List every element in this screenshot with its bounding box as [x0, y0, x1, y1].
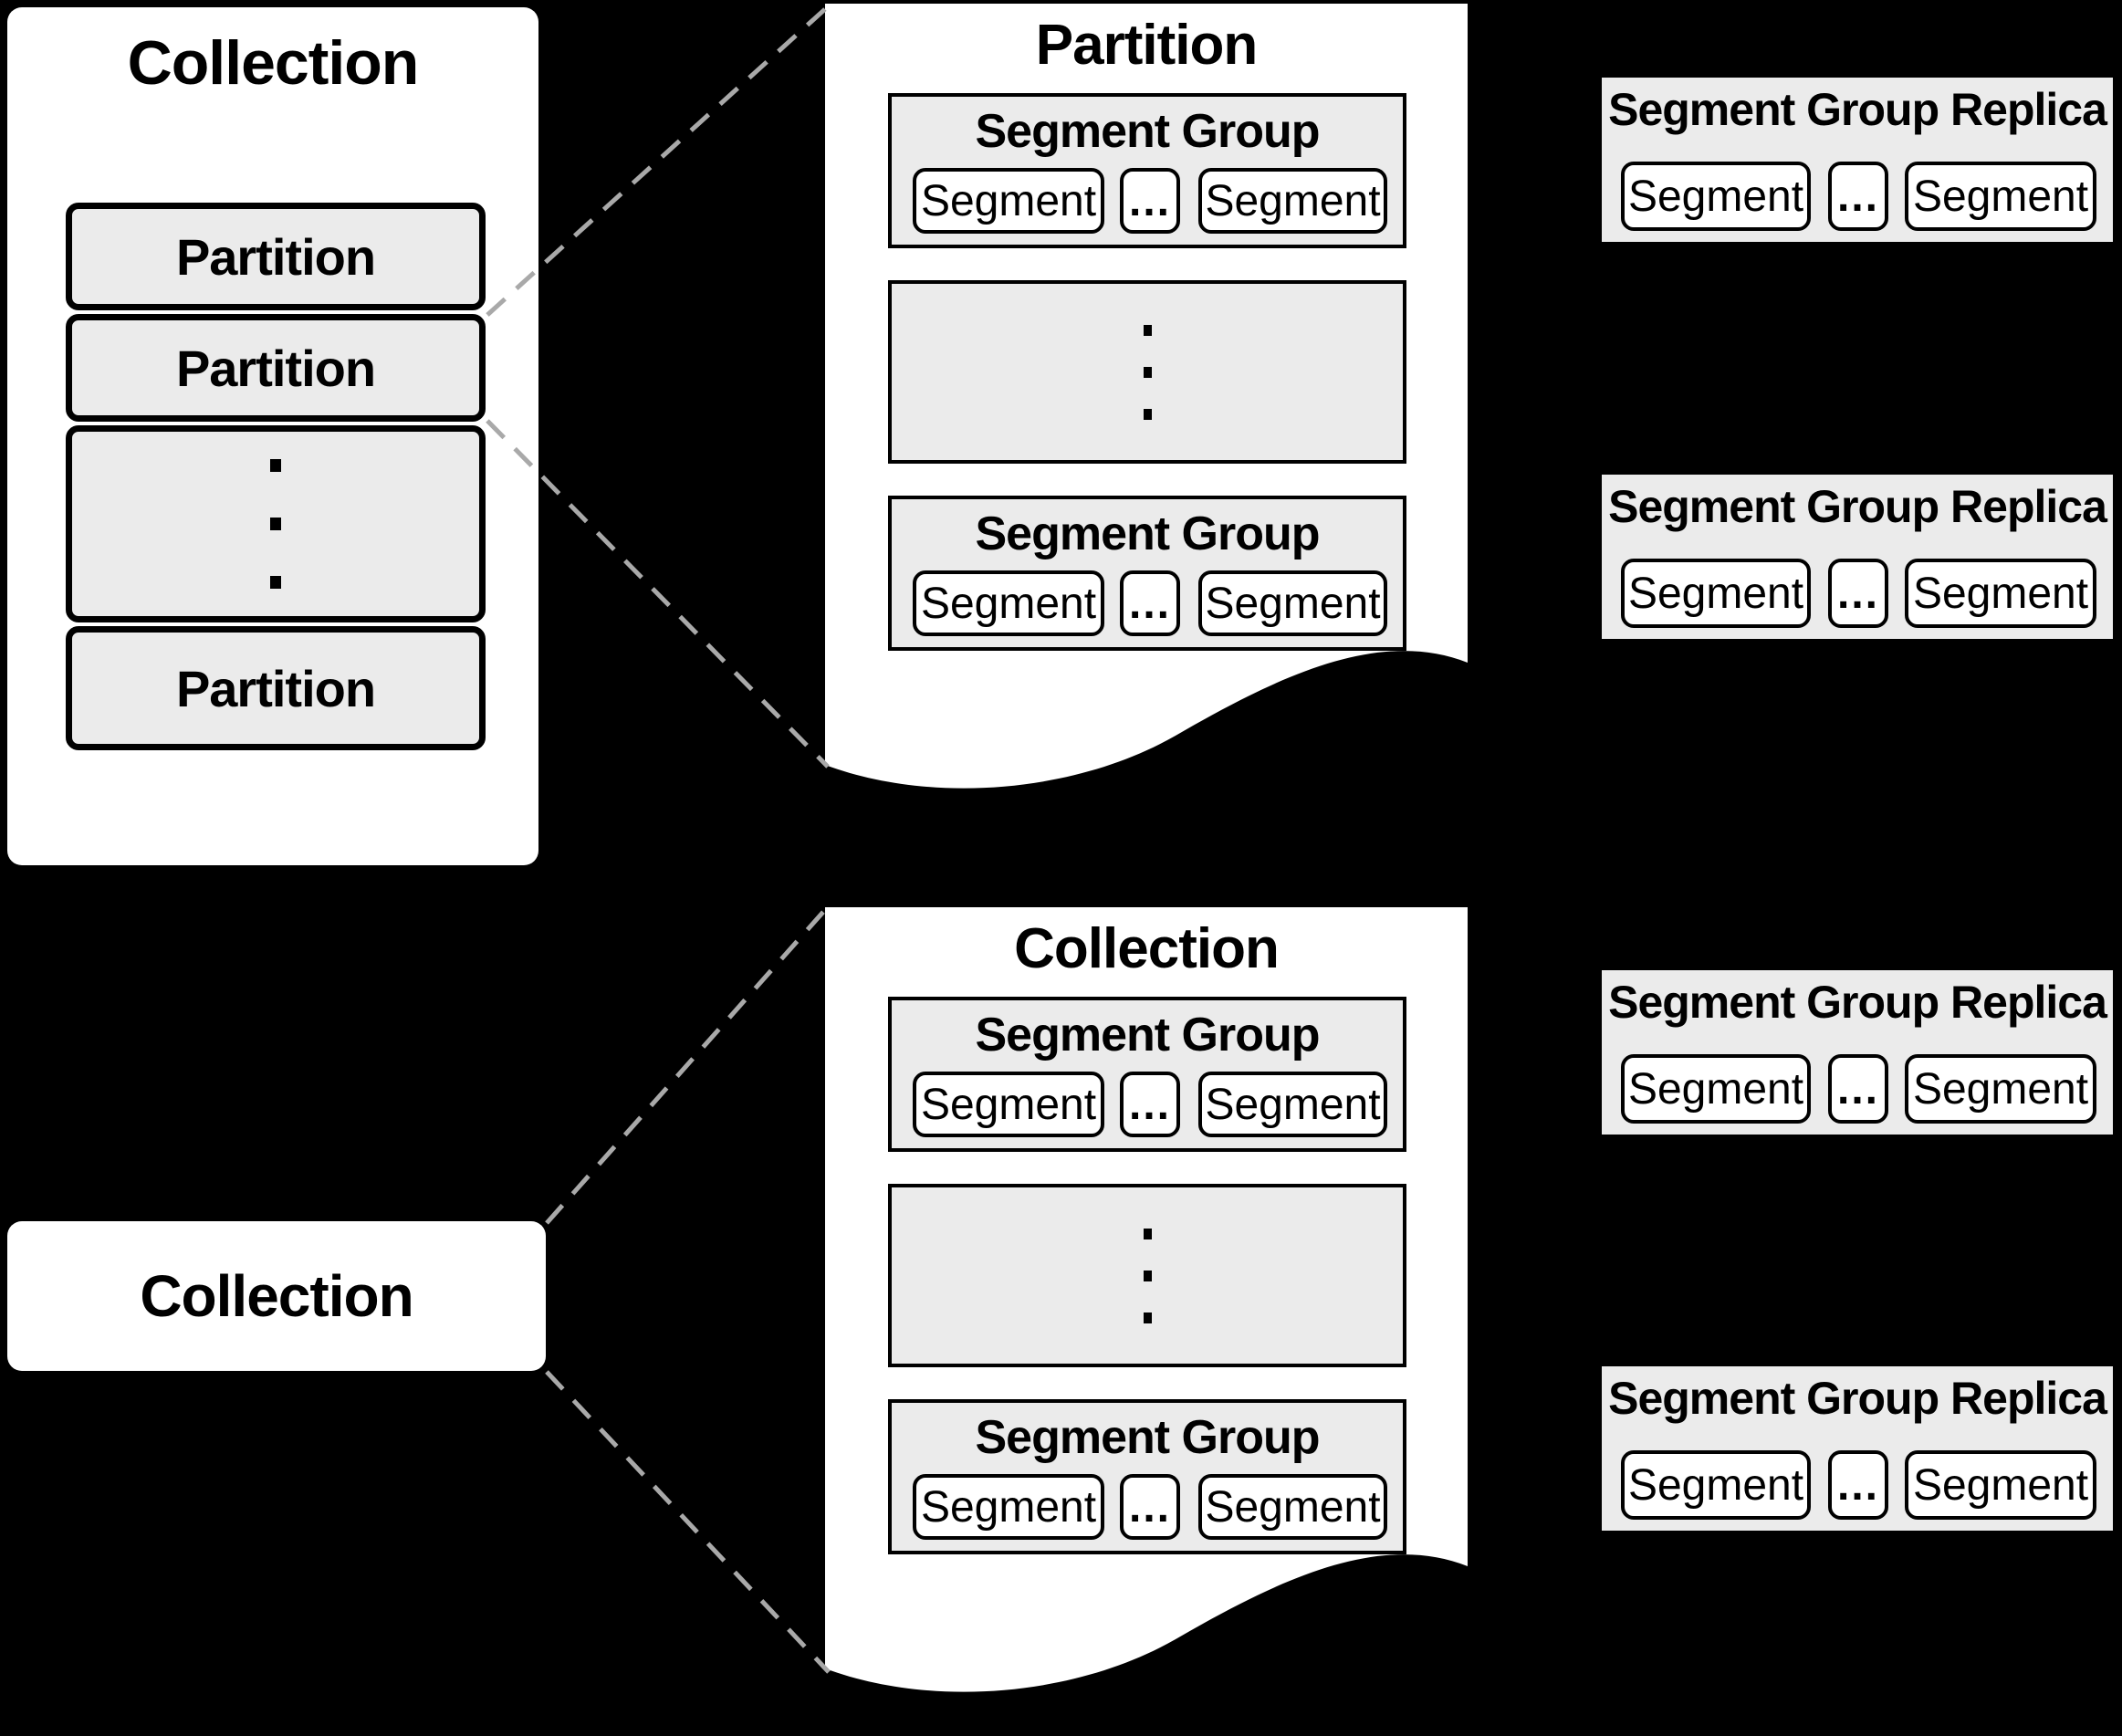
- segment-row: Segment ... Segment: [892, 1072, 1403, 1137]
- segment-label: Segment: [920, 1482, 1097, 1532]
- segment-box: Segment: [913, 1072, 1104, 1137]
- ellipsis-label: ...: [1836, 1064, 1879, 1114]
- segment-label: Segment: [1205, 579, 1381, 628]
- ellipsis-box: ...: [1828, 559, 1888, 628]
- collection-panel-title: Collection: [127, 28, 420, 98]
- segment-group-replica-box: Segment Group Replica Segment ... Segmen…: [1602, 1366, 2113, 1531]
- segment-group-box: Segment Group Segment ... Segment: [888, 997, 1406, 1152]
- segment-box: Segment: [1621, 162, 1811, 231]
- segment-group-title: Segment Group: [975, 1411, 1320, 1464]
- segment-group-box: Segment Group Segment ... Segment: [888, 93, 1406, 248]
- vertical-ellipsis-icon: [1143, 309, 1152, 435]
- segment-label: Segment: [920, 1080, 1097, 1129]
- segment-box: Segment: [1198, 1474, 1387, 1540]
- segment-label: Segment: [1627, 1064, 1804, 1114]
- ellipsis-label: ...: [1128, 176, 1171, 225]
- vertical-ellipsis-icon: [270, 436, 281, 612]
- ellipsis-box: ...: [1120, 1072, 1180, 1137]
- ellipsis-box: ...: [1120, 168, 1180, 234]
- partition-box: Partition: [66, 314, 486, 422]
- replica-title: Segment Group Replica: [1608, 977, 2107, 1028]
- collection-box: Collection: [7, 1221, 546, 1371]
- segment-box: Segment: [1198, 168, 1387, 234]
- segment-box: Segment: [1621, 1450, 1811, 1520]
- segment-label: Segment: [1627, 569, 1804, 618]
- partition-box: Partition: [66, 203, 486, 310]
- segment-group-title: Segment Group: [975, 105, 1320, 158]
- ellipsis-box: ...: [1828, 1450, 1888, 1520]
- ellipsis-label: ...: [1128, 1080, 1171, 1129]
- segment-box: Segment: [1905, 559, 2096, 628]
- connector-dashed-line: [545, 909, 826, 1225]
- ellipsis-label: ...: [1128, 1482, 1171, 1532]
- partition-label: Partition: [175, 227, 376, 286]
- segment-box: Segment: [913, 570, 1104, 636]
- segment-group-replica-box: Segment Group Replica Segment ... Segmen…: [1602, 970, 2113, 1135]
- segment-box: Segment: [913, 1474, 1104, 1540]
- segment-row: Segment ... Segment: [1602, 1054, 2113, 1124]
- segment-box: Segment: [1198, 1072, 1387, 1137]
- vertical-ellipsis-icon: [1143, 1213, 1152, 1339]
- segment-label: Segment: [1912, 1064, 2089, 1114]
- segment-group-title: Segment Group: [975, 1009, 1320, 1061]
- segment-group-box: Segment Group Segment ... Segment: [888, 496, 1406, 651]
- segment-group-replica-box: Segment Group Replica Segment ... Segmen…: [1602, 78, 2113, 242]
- segment-group-ellipsis-box: [888, 1184, 1406, 1367]
- replica-title: Segment Group Replica: [1608, 84, 2107, 135]
- segment-box: Segment: [1621, 559, 1811, 628]
- ellipsis-label: ...: [1836, 569, 1879, 618]
- segment-group-box: Segment Group Segment ... Segment: [888, 1399, 1406, 1554]
- segment-box: Segment: [1198, 570, 1387, 636]
- connector-dashed-line: [545, 1370, 831, 1674]
- segment-label: Segment: [1627, 172, 1804, 221]
- document-title: Collection: [1014, 917, 1280, 980]
- document-title: Partition: [1035, 14, 1258, 77]
- ellipsis-label: ...: [1836, 1460, 1879, 1510]
- segment-row: Segment ... Segment: [892, 168, 1403, 234]
- replica-title: Segment Group Replica: [1608, 1373, 2107, 1424]
- ellipsis-box: ...: [1828, 1054, 1888, 1124]
- partition-label: Partition: [175, 339, 376, 397]
- segment-group-title: Segment Group: [975, 507, 1320, 560]
- segment-box: Segment: [1905, 1054, 2096, 1124]
- ellipsis-label: ...: [1128, 579, 1171, 628]
- segment-row: Segment ... Segment: [892, 570, 1403, 636]
- segment-label: Segment: [1912, 172, 2089, 221]
- segment-label: Segment: [1205, 1080, 1381, 1129]
- partition-box: Partition: [66, 626, 486, 750]
- partition-label: Partition: [175, 659, 376, 717]
- segment-row: Segment ... Segment: [1602, 559, 2113, 628]
- partition-ellipsis-box: [66, 425, 486, 622]
- segment-group-replica-box: Segment Group Replica Segment ... Segmen…: [1602, 475, 2113, 639]
- collection-box-title: Collection: [140, 1263, 413, 1329]
- connector-dashed-line: [486, 419, 830, 769]
- segment-row: Segment ... Segment: [892, 1474, 1403, 1540]
- segment-row: Segment ... Segment: [1602, 162, 2113, 231]
- segment-label: Segment: [1205, 176, 1381, 225]
- segment-box: Segment: [1905, 1450, 2096, 1520]
- segment-box: Segment: [1905, 162, 2096, 231]
- ellipsis-box: ...: [1828, 162, 1888, 231]
- ellipsis-label: ...: [1836, 172, 1879, 221]
- replica-title: Segment Group Replica: [1608, 481, 2107, 532]
- ellipsis-box: ...: [1120, 1474, 1180, 1540]
- segment-label: Segment: [1627, 1460, 1804, 1510]
- segment-row: Segment ... Segment: [1602, 1450, 2113, 1520]
- segment-label: Segment: [920, 176, 1097, 225]
- ellipsis-box: ...: [1120, 570, 1180, 636]
- segment-group-ellipsis-box: [888, 280, 1406, 464]
- segment-box: Segment: [1621, 1054, 1811, 1124]
- segment-label: Segment: [1912, 1460, 2089, 1510]
- segment-label: Segment: [1912, 569, 2089, 618]
- segment-label: Segment: [920, 579, 1097, 628]
- segment-box: Segment: [913, 168, 1104, 234]
- segment-label: Segment: [1205, 1482, 1381, 1532]
